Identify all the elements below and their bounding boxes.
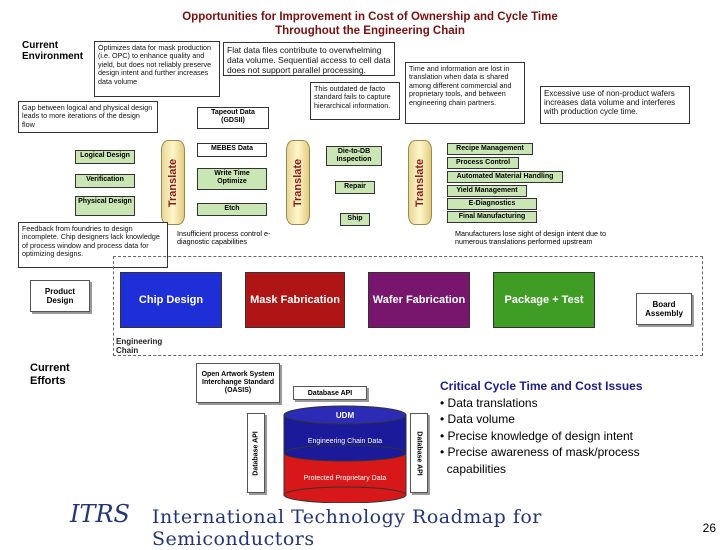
note-manufacturers: Manufacturers lose sight of design inten… xyxy=(455,229,607,247)
title-line-1: Opportunities for Improvement in Cost of… xyxy=(182,11,558,23)
note-gap: Gap between logical and physical design … xyxy=(18,101,158,133)
issue-item: • Data volume xyxy=(440,412,515,426)
oasis-box: Open Artwork System Interchange Standard… xyxy=(196,363,280,403)
note-gds: This outdated de facto standard fails to… xyxy=(310,82,400,120)
tapeout-data-box: Tapeout Data (GDSII) xyxy=(197,107,269,129)
process-control-box: Process Control xyxy=(447,157,519,169)
page-number: 26 xyxy=(702,521,716,535)
stage-wafer-fabrication: Wafer Fabrication xyxy=(368,272,470,328)
database-api-right: Database API xyxy=(410,413,428,493)
database-api-right-label: Database API xyxy=(415,430,423,476)
database-api-top: Database API xyxy=(293,386,367,400)
note-flat-data: Flat data files contribute to overwhelmi… xyxy=(223,42,395,76)
note-excessive: Excessive use of non-product wafers incr… xyxy=(540,86,690,124)
udm-top-label: UDM xyxy=(335,411,355,420)
database-api-left-label: Database API xyxy=(252,430,260,476)
stage-package-test: Package + Test xyxy=(493,272,595,328)
stage-chip-design: Chip Design xyxy=(120,272,222,328)
die-to-db-inspection-box: Die-to-DB Inspection xyxy=(326,146,382,166)
footer-text: International Technology Roadmap for Sem… xyxy=(152,506,542,550)
issue-item: capabilities xyxy=(440,461,507,476)
mebes-data-box: MEBES Data xyxy=(197,143,267,157)
itrs-logo: ITRS xyxy=(70,500,130,528)
translate-label-3: Translate xyxy=(414,158,426,207)
current-efforts-label: Current Efforts xyxy=(30,362,70,387)
current-environment-label: Current Environment xyxy=(22,40,84,62)
critical-issues-heading: Critical Cycle Time and Cost Issues xyxy=(440,379,643,393)
database-api-left: Database API xyxy=(247,413,265,493)
issue-item: • Precise awareness of mask/process xyxy=(440,445,640,459)
e-diagnostics-box: E-Diagnostics xyxy=(447,198,537,210)
issue-item: • Data translations xyxy=(440,395,538,410)
udm-middle-label: Engineering Chain Data xyxy=(307,438,383,445)
yield-management-box: Yield Management xyxy=(447,185,527,197)
physical-design-box: Physical Design xyxy=(75,196,135,216)
issue-item: • Precise knowledge of design intent xyxy=(440,428,633,443)
translate-cylinder-1: Translate xyxy=(161,140,185,225)
translate-cylinder-2: Translate xyxy=(286,140,310,225)
udm-cylinder xyxy=(283,405,407,503)
note-opc: Optimizes data for mask production (i.e.… xyxy=(94,41,220,97)
stage-mask-fabrication: Mask Fabrication xyxy=(245,272,345,328)
etch-box: Etch xyxy=(197,203,267,216)
automated-material-handling-box: Automated Material Handling xyxy=(447,171,563,183)
udm-bottom-label: Protected Proprietary Data xyxy=(303,475,387,482)
note-time-info: Time and information are lost in transla… xyxy=(405,62,525,124)
critical-issues: Critical Cycle Time and Cost Issues • Da… xyxy=(440,378,710,477)
product-design-box: Product Design xyxy=(30,280,90,312)
engineering-chain-label: Engineering Chain xyxy=(116,337,163,355)
board-assembly-box: Board Assembly xyxy=(636,293,692,325)
final-manufacturing-box: Final Manufacturing xyxy=(447,211,537,223)
write-time-optimize-box: Write Time Optimize xyxy=(197,168,267,190)
translate-label-1: Translate xyxy=(167,158,179,207)
note-feedback: Feedback from foundries to design incomp… xyxy=(18,222,168,268)
repair-box: Repair xyxy=(335,181,375,194)
translate-label-2: Translate xyxy=(292,158,304,207)
page-title: Opportunities for Improvement in Cost of… xyxy=(120,10,620,38)
translate-cylinder-3: Translate xyxy=(408,140,432,225)
note-insufficient: Insufficient process control e-diagnosti… xyxy=(177,229,271,247)
verification-box: Verification xyxy=(75,174,135,188)
ship-box: Ship xyxy=(340,213,370,226)
title-line-2: Throughout the Engineering Chain xyxy=(275,25,465,37)
recipe-management-box: Recipe Management xyxy=(447,143,533,155)
logical-design-box: Logical Design xyxy=(75,150,135,164)
engineering-chain-frame xyxy=(113,256,703,356)
